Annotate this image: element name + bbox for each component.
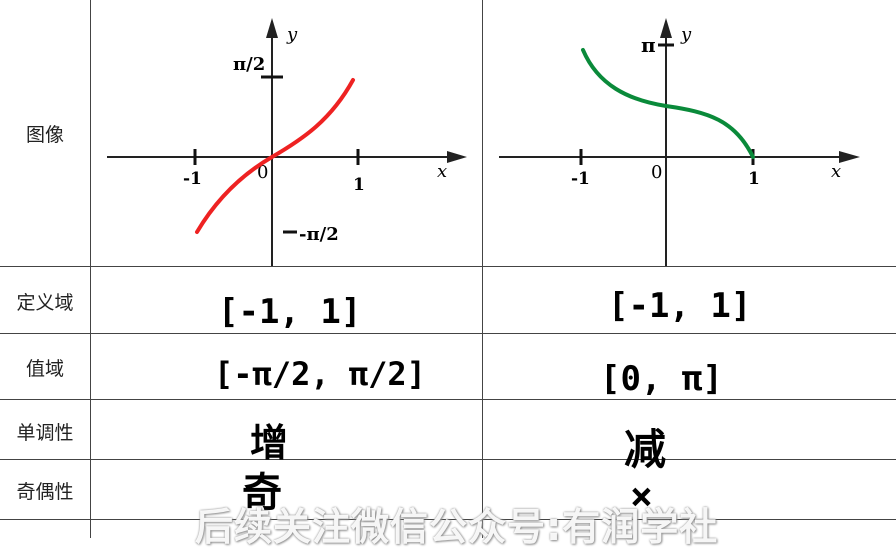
table-border-mid-col bbox=[482, 0, 483, 538]
table-border-row3 bbox=[0, 399, 896, 400]
row-label-domain: 定义域 bbox=[16, 292, 74, 314]
arcsin-x-arrow bbox=[447, 151, 467, 163]
arccos-curve bbox=[581, 48, 755, 159]
arcsin-monotonicity-value: 增 bbox=[250, 421, 289, 465]
arccos-parity-value: × bbox=[630, 474, 653, 518]
arccos-x-label: x bbox=[831, 161, 841, 182]
arccos-range-value: [0, π] bbox=[600, 359, 723, 399]
arcsin-y-arrow bbox=[266, 18, 278, 38]
arcsin-origin-label: 0 bbox=[257, 162, 268, 183]
arcsin-x-label: x bbox=[437, 161, 447, 182]
table-border-row2 bbox=[0, 333, 896, 334]
table-border-row5 bbox=[0, 519, 896, 520]
arcsin-curve bbox=[195, 78, 355, 234]
table-border-row1 bbox=[0, 266, 896, 267]
arccos-x-arrow bbox=[839, 151, 860, 163]
arccos-monotonicity-value: 减 bbox=[624, 425, 667, 474]
arccos-graph: x y 0 -1 1 π bbox=[499, 18, 860, 266]
row-label-parity: 奇偶性 bbox=[16, 481, 74, 503]
arccos-tick-label-pi: π bbox=[641, 33, 656, 57]
arccos-y-label: y bbox=[680, 24, 692, 45]
arcsin-range-value: [-π/2, π/2] bbox=[214, 355, 426, 393]
row-label-monotonicity: 单调性 bbox=[16, 422, 74, 444]
arccos-tick-label-1: 1 bbox=[748, 169, 760, 189]
table-border-left-col bbox=[90, 0, 91, 538]
arcsin-y-label: y bbox=[286, 24, 298, 45]
watermark-text: 后续关注微信公众号:有润学社 bbox=[195, 505, 719, 549]
arcsin-tick-label-1: 1 bbox=[353, 175, 365, 195]
table-border-row4 bbox=[0, 459, 896, 460]
row-label-image: 图像 bbox=[25, 124, 64, 146]
arccos-tick-label-neg1: -1 bbox=[571, 169, 590, 189]
arcsin-parity-value: 奇 bbox=[242, 470, 282, 516]
arcsin-tick-label-neg1: -1 bbox=[183, 169, 202, 189]
arcsin-tick-label-neg-pi-half: -π/2 bbox=[299, 224, 339, 245]
arcsin-domain-value: [-1, 1] bbox=[218, 292, 362, 332]
arccos-domain-value: [-1, 1] bbox=[608, 286, 752, 326]
arcsin-graph: x y 0 -1 1 π/2 -π/2 bbox=[107, 18, 467, 266]
arccos-origin-label: 0 bbox=[651, 162, 662, 183]
arccos-y-arrow bbox=[660, 18, 672, 38]
arcsin-tick-label-pi-half: π/2 bbox=[233, 54, 265, 75]
row-label-range: 值域 bbox=[25, 358, 64, 380]
